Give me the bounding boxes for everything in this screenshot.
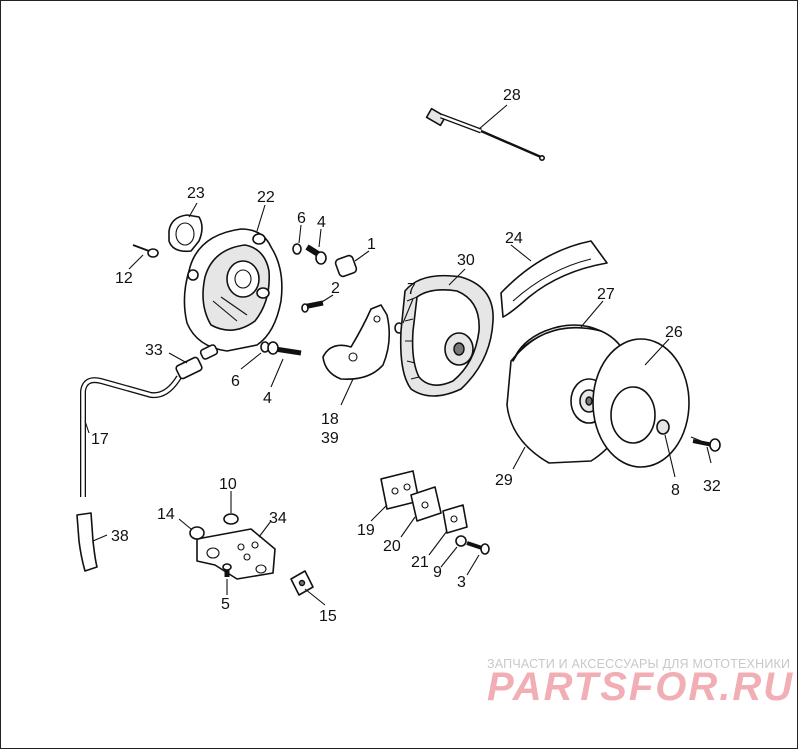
callout-39: 39 [321, 430, 339, 447]
part-22-backplate [183, 228, 283, 352]
part-9-washer [455, 535, 467, 547]
callout-24: 24 [505, 230, 523, 247]
leader-lines [84, 104, 712, 606]
callout-7: 7 [407, 281, 416, 298]
callout-18: 18 [321, 411, 339, 428]
callout-17: 17 [91, 431, 109, 448]
callout-numbers: 28 23 22 6 4 1 12 2 7 30 24 27 26 33 6 4… [91, 87, 721, 625]
callout-30: 30 [457, 252, 475, 269]
part-32-screw [692, 438, 721, 452]
part-12-pin [132, 244, 159, 258]
callout-23: 23 [187, 185, 205, 202]
callout-4-bottom: 4 [263, 390, 272, 407]
callout-34: 34 [269, 510, 287, 527]
callout-9: 9 [433, 564, 442, 581]
callout-6-top: 6 [297, 210, 306, 227]
callout-22: 22 [257, 189, 275, 206]
callout-12: 12 [115, 270, 133, 287]
part-28-cable [425, 107, 545, 162]
watermark-logo: PARTSFOR.RU [487, 665, 795, 709]
callout-10: 10 [219, 476, 237, 493]
part-20-plate [410, 486, 442, 522]
part-10-nut [223, 513, 239, 525]
callout-5: 5 [221, 596, 230, 613]
part-4-bolt-bottom [267, 341, 302, 356]
callout-32: 32 [703, 478, 721, 495]
callout-6-bottom: 6 [231, 373, 240, 390]
part-1-cap [334, 254, 358, 278]
part-3-screw [466, 541, 490, 555]
part-6-washer-top [292, 243, 302, 255]
part-5-fastener [222, 563, 232, 577]
part-23-gasket [168, 214, 203, 253]
callout-38: 38 [111, 528, 129, 545]
callout-20: 20 [383, 538, 401, 555]
part-26-insert [592, 338, 690, 468]
callout-21: 21 [411, 554, 429, 571]
part-4-bolt-top [305, 244, 327, 265]
callout-19: 19 [357, 522, 375, 539]
part-15-clip [290, 570, 314, 596]
callout-27: 27 [597, 286, 615, 303]
callout-2: 2 [331, 280, 340, 297]
callout-33: 33 [145, 342, 163, 359]
callout-15: 15 [319, 608, 337, 625]
part-33-fitting [175, 344, 219, 380]
part-38-elbow [76, 512, 98, 572]
callout-14: 14 [157, 506, 175, 523]
part-24-trim [500, 240, 608, 318]
callout-26: 26 [665, 324, 683, 341]
callout-29: 29 [495, 472, 513, 489]
callout-4-top: 4 [317, 214, 326, 231]
watermark-tagline: ЗАПЧАСТИ И АКСЕССУАРЫ ДЛЯ МОТОТЕХНИКИ [487, 657, 791, 671]
callout-1: 1 [367, 236, 376, 253]
part-30-filter [399, 274, 494, 397]
part-14-plug [189, 526, 205, 540]
part-34-bracket [196, 528, 276, 580]
part-18-bracket [322, 304, 391, 381]
part-2-screw [301, 300, 324, 313]
callout-8: 8 [671, 482, 680, 499]
part-21-plate [442, 504, 468, 534]
callout-3: 3 [457, 574, 466, 591]
callout-28: 28 [503, 87, 521, 104]
part-17-hose [80, 375, 182, 497]
